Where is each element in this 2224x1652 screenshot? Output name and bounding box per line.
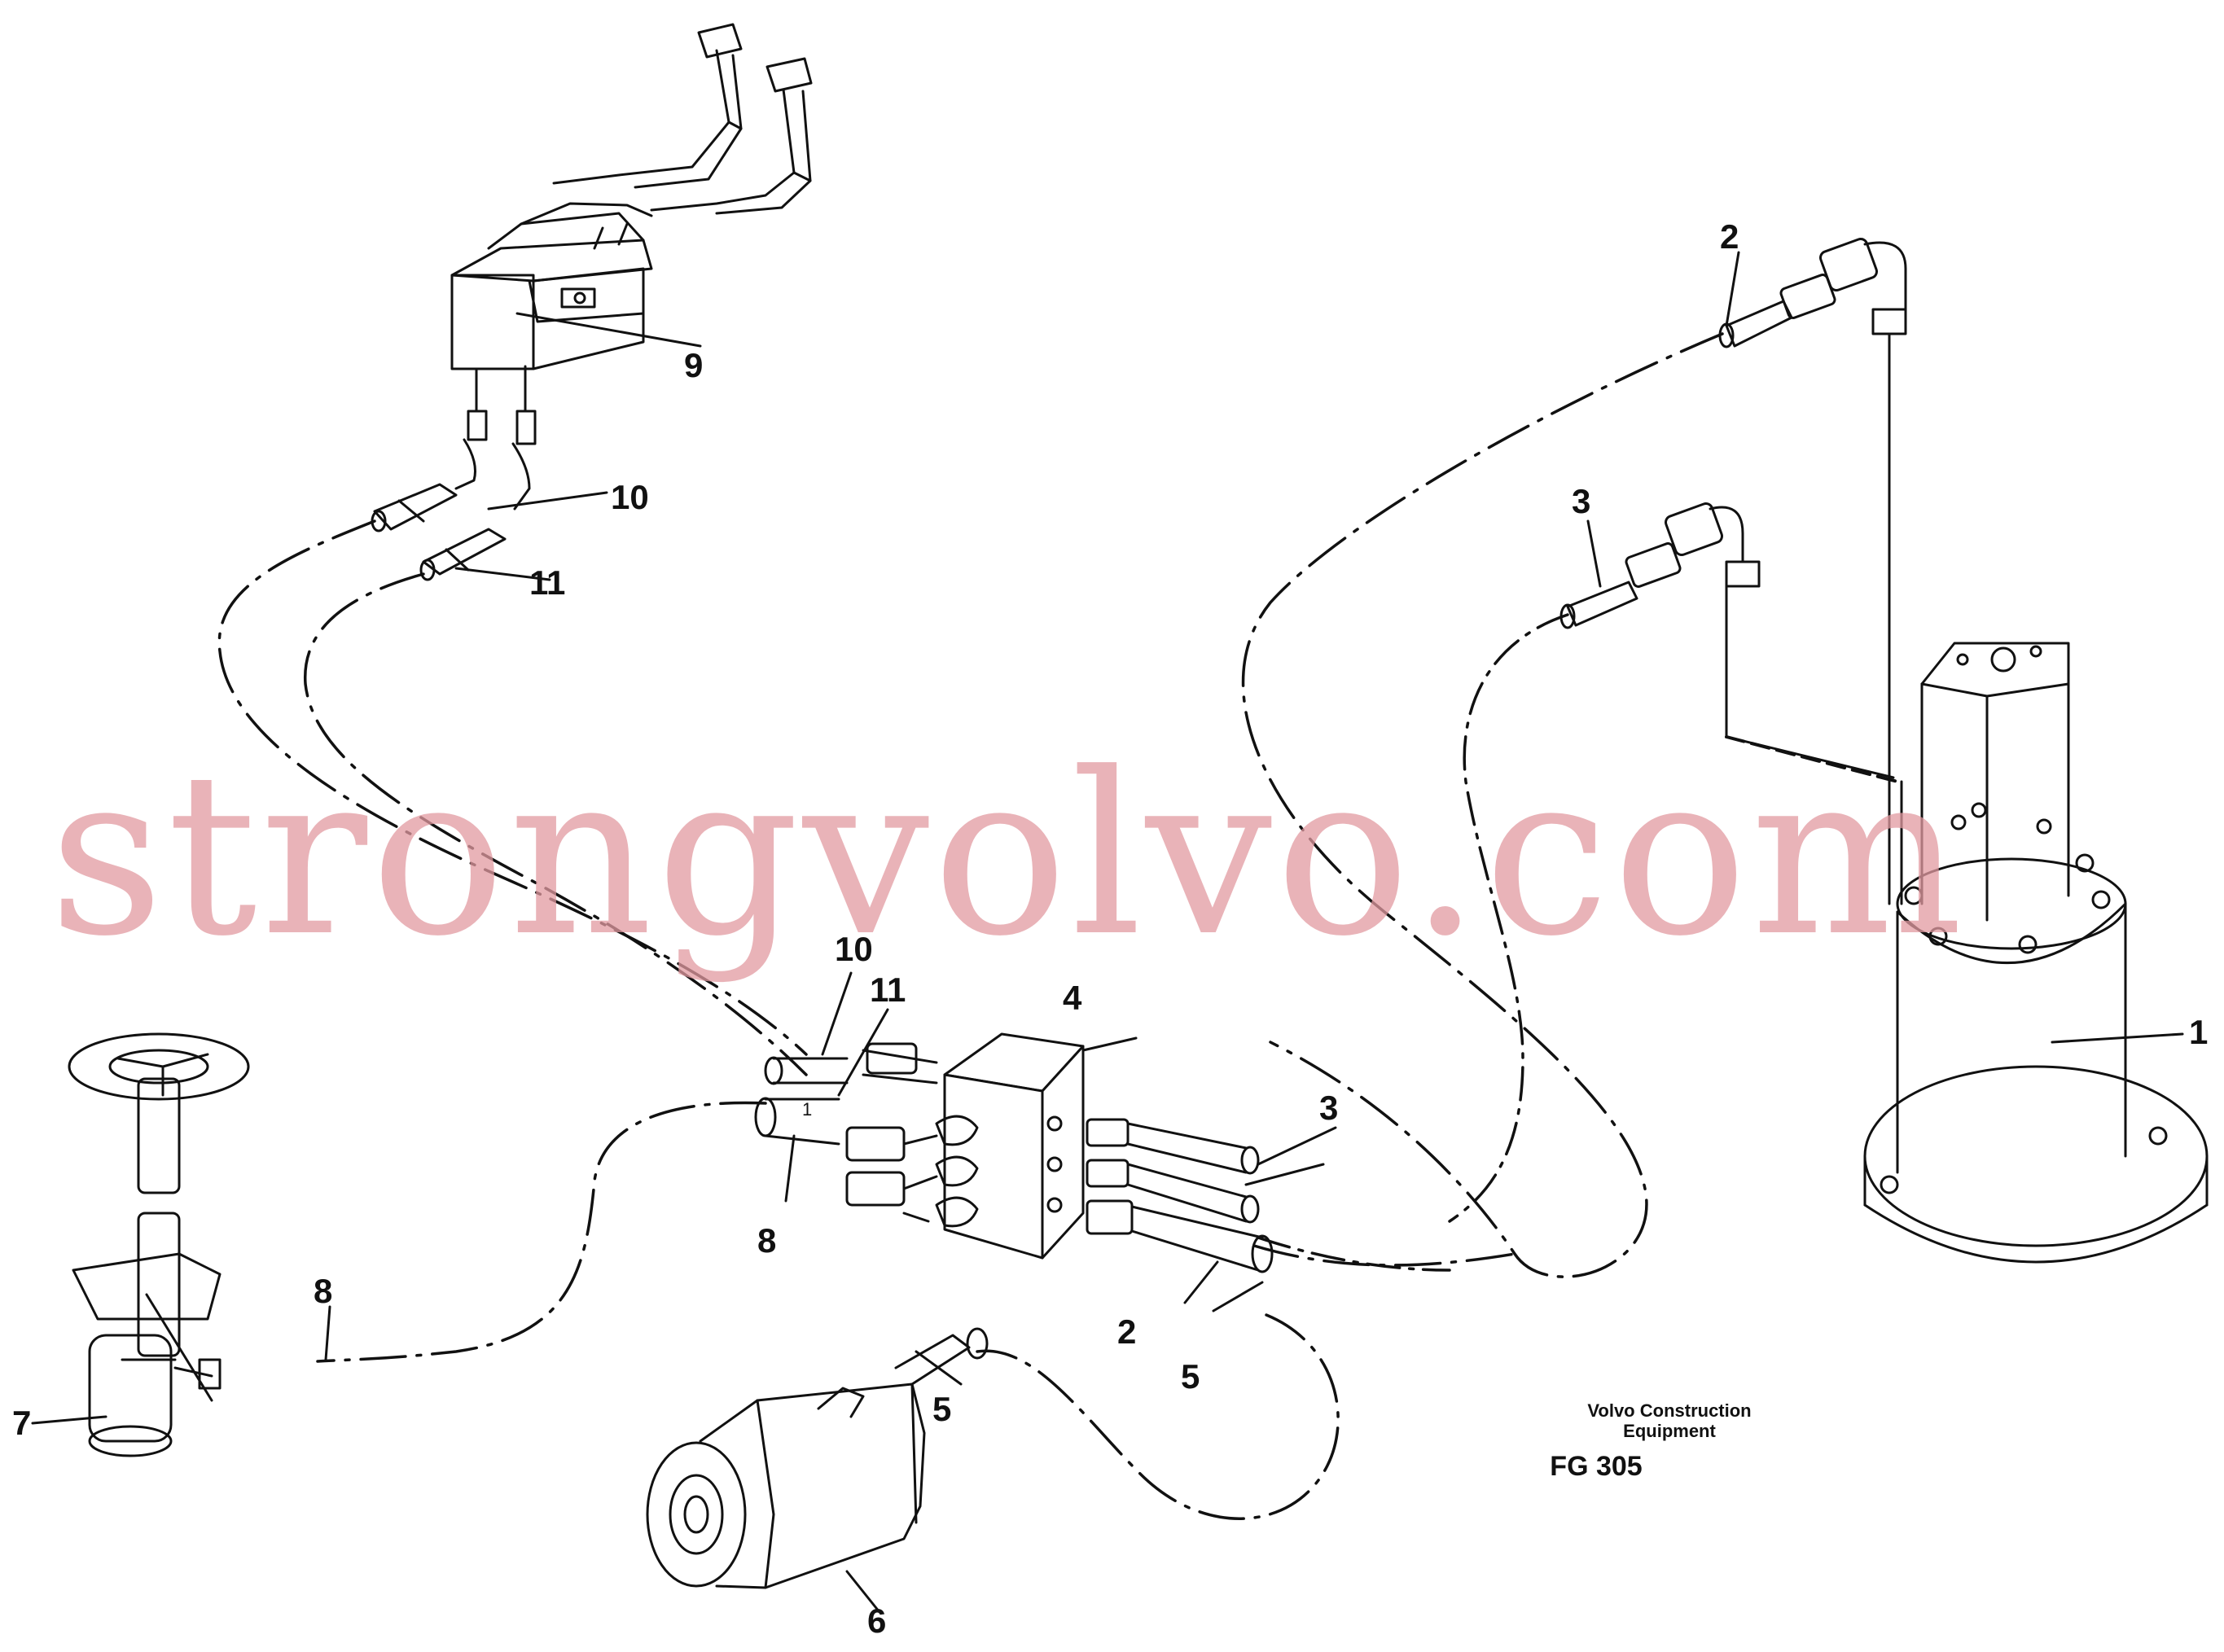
caption-block: Volvo Construction Equipment FG 305	[1550, 1400, 1751, 1482]
hose-marker: 1	[802, 1099, 812, 1120]
callout-8-hose: 8	[757, 1221, 776, 1260]
callout-7: 7	[12, 1404, 31, 1442]
caption-line-2: Equipment	[1623, 1421, 1716, 1441]
callout-11-mid: 11	[870, 971, 906, 1009]
hydraulic-motor	[646, 1327, 989, 1589]
callout-3-bottom: 3	[1319, 1089, 1338, 1127]
callout-1: 1	[2189, 1013, 2208, 1051]
distribution-block	[754, 1032, 1274, 1273]
pedal-valve	[371, 23, 813, 581]
callout-4: 4	[1063, 979, 1082, 1017]
callout-2-top: 2	[1720, 217, 1739, 256]
callout-3-top: 3	[1572, 482, 1590, 520]
watermark: strongvolvo.com	[49, 725, 1967, 985]
elbow-fittings	[1559, 238, 1907, 905]
hoses	[217, 332, 1724, 1520]
callout-5-right: 5	[1181, 1357, 1200, 1396]
callout-2-bottom: 2	[1117, 1312, 1136, 1351]
callout-8-pipe: 8	[314, 1272, 332, 1310]
callout-9: 9	[684, 346, 703, 384]
callout-10-top: 10	[611, 478, 649, 516]
caption-code: FG 305	[1550, 1451, 1642, 1482]
callout-11-top: 11	[529, 563, 565, 602]
callouts: 1 2 3 3 4 2 5 5 6 7 8 8 9 10 11 10 11 1	[12, 217, 2208, 1640]
callout-10-mid: 10	[835, 930, 873, 968]
caption-line-1: Volvo Construction	[1587, 1400, 1751, 1421]
steering-valve	[68, 1032, 250, 1457]
swivel-joint	[1863, 642, 2209, 1264]
callout-5-motor: 5	[932, 1390, 951, 1428]
callout-6: 6	[867, 1602, 886, 1640]
